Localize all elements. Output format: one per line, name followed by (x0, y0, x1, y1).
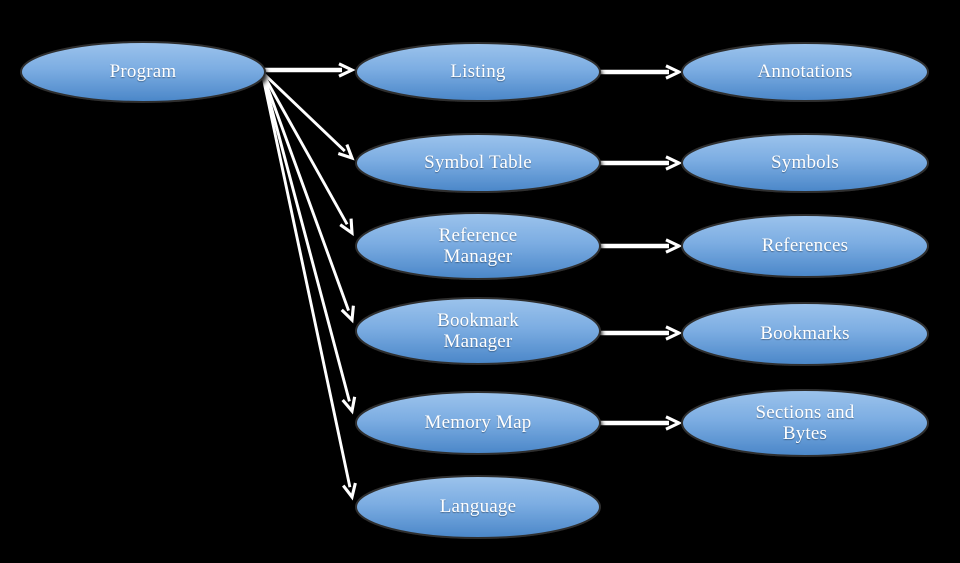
arrowhead-icon (665, 415, 683, 431)
edge-reference-manager-to-references (600, 238, 683, 254)
node-program[interactable] (20, 41, 266, 103)
arrowhead-icon (665, 64, 683, 80)
node-language[interactable] (355, 475, 601, 539)
edge-shaft (261, 74, 350, 312)
node-symbols[interactable] (681, 133, 929, 193)
node-annotations[interactable] (681, 42, 929, 102)
node-symbol-table[interactable] (355, 133, 601, 193)
edge-symbol-table-to-symbols (600, 155, 683, 171)
arrowhead-icon (339, 218, 354, 237)
node-references[interactable] (681, 214, 929, 278)
arrowhead-icon (341, 396, 357, 415)
arrowhead-icon (338, 62, 356, 78)
edge-program-to-reference-manager (261, 73, 354, 237)
edge-program-to-language (261, 76, 357, 501)
edge-program-to-listing (263, 62, 356, 78)
edges-layer (261, 62, 683, 501)
node-bookmarks[interactable] (681, 302, 929, 366)
arrowhead-icon (337, 143, 355, 161)
nodes-layer (20, 41, 929, 539)
node-memory-map[interactable] (355, 391, 601, 455)
arrowhead-icon (665, 238, 683, 254)
arrowhead-icon (665, 155, 683, 171)
edge-program-to-symbol-table (261, 71, 355, 161)
edge-bookmark-manager-to-bookmarks (600, 325, 683, 341)
node-sections-and-bytes[interactable] (681, 389, 929, 457)
node-listing[interactable] (355, 42, 601, 102)
arrowhead-icon (342, 482, 357, 501)
edge-shaft (261, 73, 349, 225)
node-reference-manager[interactable] (355, 212, 601, 280)
edge-program-to-bookmark-manager (261, 74, 355, 324)
edge-memory-map-to-sections (600, 415, 683, 431)
edge-listing-to-annotations (600, 64, 683, 80)
arrowhead-icon (665, 325, 683, 341)
edge-program-to-memory-map (261, 75, 357, 415)
edge-shaft (261, 71, 346, 153)
arrowhead-icon (340, 305, 355, 324)
node-bookmark-manager[interactable] (355, 297, 601, 365)
edge-shaft (261, 76, 352, 488)
edge-shaft (261, 75, 351, 402)
